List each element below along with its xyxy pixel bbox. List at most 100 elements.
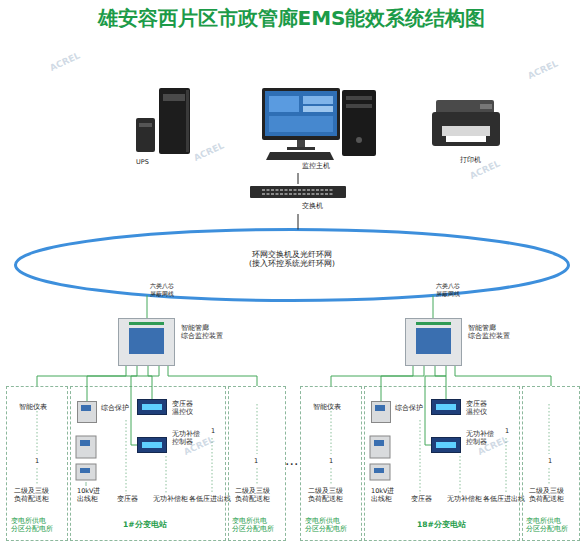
node-text: 变电所供电 分区分配电所 [305, 517, 347, 533]
node-text: 10kV进 出线柜 [371, 487, 394, 503]
cable-label: 六类八芯 屏蔽网线 [150, 282, 174, 297]
switch-ports [262, 189, 334, 191]
node-text: 变压器 温控仪 [466, 400, 487, 416]
column-line [420, 420, 421, 494]
printer-body [432, 112, 500, 146]
monitor-device: 智能管廊 综合监控装置 [405, 318, 462, 366]
ups-panel [139, 123, 152, 127]
relay-device [76, 464, 96, 480]
node-text: 无功补偿柜 [447, 495, 482, 503]
relay-device [370, 436, 390, 458]
connector-line [168, 366, 257, 386]
connector-line [298, 173, 299, 184]
ellipsis-mark: ... [285, 452, 298, 470]
load-group: 智能仪表 1 二级及三级 负荷配送柜变电所供电 分区分配电所 [300, 386, 362, 541]
node-text: 智能仪表 [19, 403, 47, 411]
substation-group: 110kV进 出线柜变压器无功补偿柜各低压进出线1#分变电站综合保护变压器 温控… [70, 386, 226, 541]
column-line [460, 456, 461, 494]
monitor-stand [297, 140, 305, 148]
monitor-frame [262, 88, 340, 140]
node-text: 1 [35, 457, 39, 465]
connector-line [433, 296, 434, 318]
connector-line [435, 366, 446, 399]
connector-line [331, 366, 413, 386]
node-text: 各低压进出线 [483, 495, 525, 503]
column-line [257, 468, 258, 484]
node-text: 1 [329, 457, 333, 465]
node-text: 变压器 温控仪 [172, 400, 193, 416]
connector-line [87, 366, 137, 401]
screen-panel [303, 106, 333, 112]
protection-relay: 综合保护 [77, 401, 97, 423]
ups-edge [186, 90, 189, 152]
node-text: 二级及三级 负荷配送柜 [529, 487, 564, 503]
ring-ellipse [16, 230, 569, 301]
monitor-host: 监控主机 [260, 85, 380, 173]
relay-screen [80, 468, 90, 473]
relay-device [76, 436, 96, 458]
diagram-title: 雄安容西片区市政管廊EMS能效系统结构图 [0, 5, 583, 32]
printer-panel [480, 104, 492, 109]
node-text: 1 [254, 457, 258, 465]
relay-screen [374, 440, 384, 446]
column-line [549, 468, 550, 484]
load-group: 1二级及三级 负荷配送柜变电所供电 分区分配电所 [228, 386, 286, 541]
connector-line [147, 295, 148, 318]
cable-label: 六类八芯 屏蔽网线 [436, 282, 460, 297]
column-line [331, 468, 332, 484]
keyboard [266, 152, 334, 160]
node-text: 10kV进 出线柜 [77, 487, 100, 503]
connector-line [37, 366, 126, 386]
connector-line [148, 366, 152, 399]
node-text: 二级及三级 负荷配送柜 [308, 487, 343, 503]
node-text: 智能仪表 [313, 403, 341, 411]
protection-relay: 综合保护 [371, 401, 391, 423]
switch-body [250, 186, 346, 198]
substation-group: 110kV进 出线柜变压器无功补偿柜各低压进出线18#分变电站综合保护变压器 温… [364, 386, 520, 541]
node-text: 环网交换机及光纤环网 (接入环控系统光纤环网) [249, 250, 335, 269]
monitor-device: 智能管廊 综合监控装置 [118, 318, 175, 366]
ups-unit: UPS [128, 86, 196, 168]
node-text: UPS [136, 158, 149, 166]
node-text: 智能管廊 综合监控装置 [468, 324, 510, 340]
screen-panel [303, 96, 333, 104]
watermark: ACREL [192, 140, 226, 164]
screen-panel [269, 116, 333, 132]
node-text: 1 [548, 457, 552, 465]
node-text: 1 [505, 427, 509, 435]
column-line [549, 404, 550, 454]
relay-device [370, 464, 390, 480]
column-line [257, 404, 258, 454]
temp-controller: 变压器 温控仪 [137, 399, 167, 415]
var-controller: 无功补偿 控制器 [137, 437, 167, 453]
node-text: 无功补偿柜 [153, 495, 188, 503]
fiber-ring: 环网交换机及光纤环网 (接入环控系统光纤环网) [14, 228, 570, 302]
switch-ports [262, 193, 334, 195]
node-text: 变电所供电 分区分配电所 [11, 517, 53, 533]
column-line [37, 468, 38, 484]
column-line [86, 482, 87, 486]
pc-drive [346, 104, 372, 108]
pc-button [356, 137, 362, 143]
printer-lid [436, 100, 494, 114]
printer-paper [446, 136, 486, 142]
node-text: 打印机 [460, 156, 481, 164]
column-line [126, 420, 127, 494]
ups-large-tower [159, 88, 190, 154]
pc-drive [346, 96, 372, 100]
monitor-screen [265, 91, 337, 136]
node-text: 监控主机 [302, 162, 330, 170]
node-text: 18#分变电站 [417, 520, 466, 529]
network-switch: 交换机 [248, 184, 348, 214]
relay-screen [80, 440, 90, 446]
node-text: 变电所供电 分区分配电所 [526, 517, 568, 533]
node-text: 变电所供电 分区分配电所 [232, 517, 274, 533]
connector-line [298, 214, 299, 230]
ups-display [163, 94, 185, 101]
temp-controller: 变压器 温控仪 [431, 399, 461, 415]
column-line [37, 404, 38, 454]
pc-tower [342, 90, 376, 156]
node-text: 1 [211, 427, 215, 435]
